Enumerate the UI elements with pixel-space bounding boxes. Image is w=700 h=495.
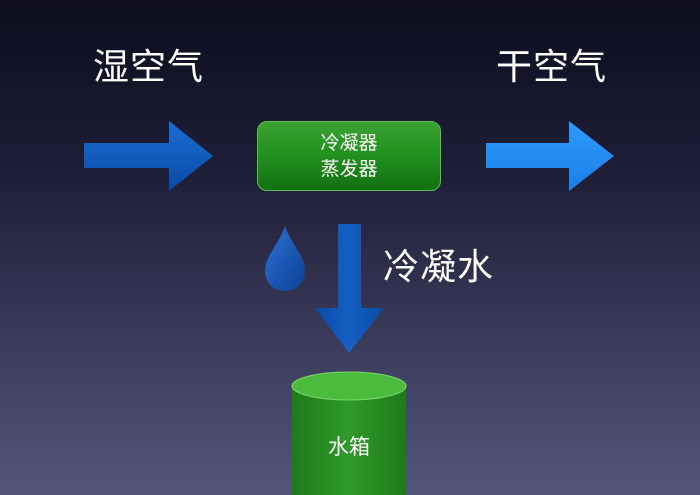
outlet-arrow bbox=[486, 121, 614, 191]
evaporator-label: 蒸发器 bbox=[320, 158, 378, 180]
water-tank-label: 水箱 bbox=[328, 435, 370, 459]
wet-air-label: 湿空气 bbox=[93, 47, 205, 88]
dry-air-label: 干空气 bbox=[496, 47, 608, 88]
condensate-arrow bbox=[315, 224, 384, 353]
condenser-label: 冷凝器 bbox=[320, 132, 378, 154]
water-drop-icon bbox=[265, 226, 305, 291]
water-tank bbox=[291, 371, 407, 495]
inlet-arrow bbox=[84, 121, 213, 191]
condensate-label: 冷凝水 bbox=[383, 247, 495, 288]
condenser-evaporator-box: 冷凝器 蒸发器 bbox=[257, 121, 441, 191]
